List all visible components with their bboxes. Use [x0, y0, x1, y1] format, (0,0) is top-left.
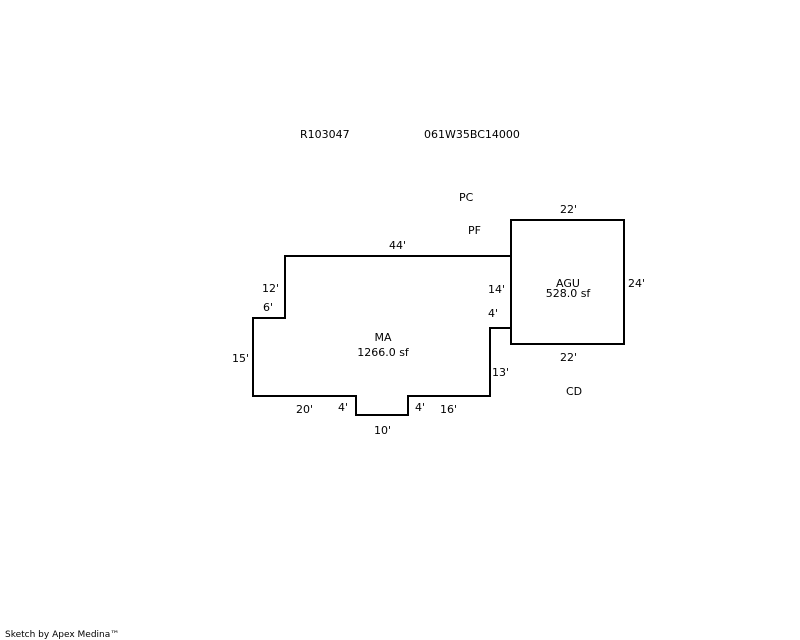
- dim-main-bottom-right: 16': [440, 403, 457, 416]
- dim-main-right-upper: 14': [488, 283, 505, 296]
- dim-main-right-step: 4': [488, 307, 498, 320]
- dim-garage-bottom: 22': [560, 351, 577, 364]
- dim-main-left-upper: 12': [262, 282, 279, 295]
- dim-main-step: 6': [263, 301, 273, 314]
- dim-notch-left: 4': [338, 401, 348, 414]
- code-pf: PF: [468, 224, 481, 237]
- garage-code: AGU: [556, 277, 580, 290]
- code-cd: CD: [566, 385, 582, 398]
- code-pc: PC: [459, 191, 474, 204]
- dim-main-left: 15': [232, 352, 249, 365]
- dim-notch-bottom: 10': [374, 424, 391, 437]
- footer-credit: Sketch by Apex Medina™: [5, 630, 119, 640]
- dim-notch-right: 4': [415, 401, 425, 414]
- dim-main-top: 44': [389, 239, 406, 252]
- parcel-id: R103047: [300, 128, 350, 141]
- map-number: 061W35BC14000: [424, 128, 520, 141]
- dim-garage-right: 24': [628, 277, 645, 290]
- garage-outline: [510, 219, 625, 345]
- garage-size: 528.0 sf: [546, 287, 592, 300]
- main-area-size: 1266.0 sf: [357, 346, 410, 359]
- dim-garage-top: 22': [560, 203, 577, 216]
- dim-main-right-lower: 13': [492, 366, 509, 379]
- main-area-code: MA: [374, 331, 391, 344]
- dim-main-bottom-left: 20': [296, 403, 313, 416]
